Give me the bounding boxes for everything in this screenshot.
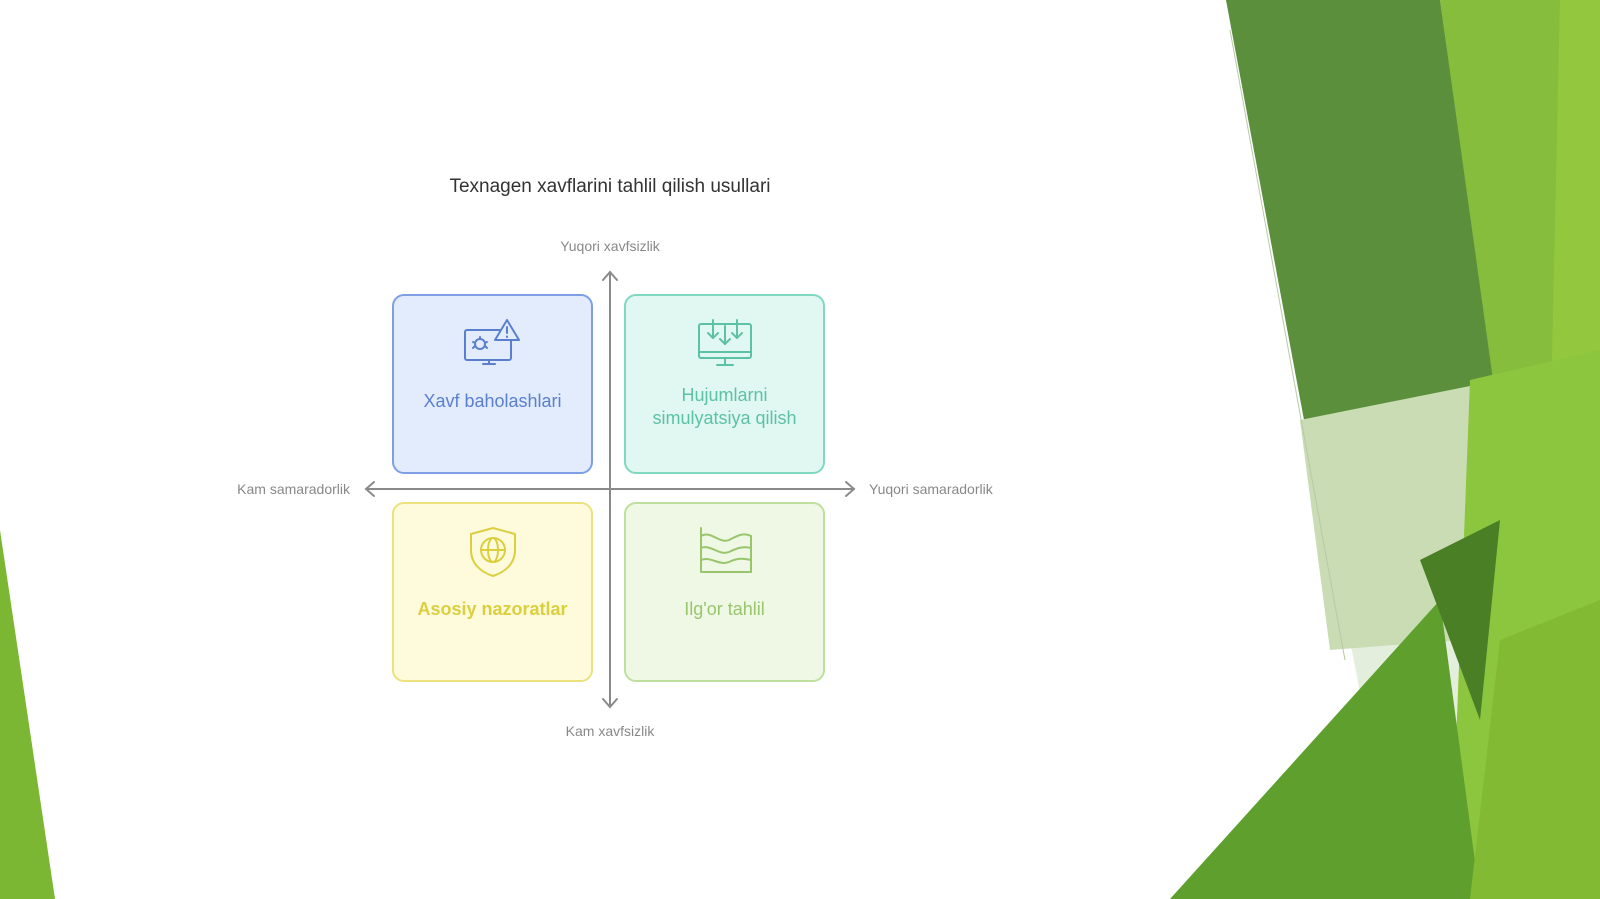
monitor-bug-warning-icon [463, 319, 520, 365]
quadrant-top-left[interactable]: Xavf baholashlari [392, 294, 593, 474]
quadrant-label: Asosiy nazoratlar [417, 599, 568, 619]
axis-label-left: Kam samaradorlik [237, 481, 350, 497]
area-chart-icon [699, 527, 752, 573]
quadrant-bottom-right[interactable]: Ilg'or tahlil [624, 502, 825, 682]
shield-globe-icon [469, 527, 516, 577]
quadrant-label: Xavf baholashlari [423, 391, 562, 411]
axis-label-top: Yuqori xavfsizlik [560, 238, 660, 254]
quadrant-bottom-left[interactable]: Asosiy nazoratlar [392, 502, 593, 682]
diagram-title: Texnagen xavflarini tahlil qilish usulla… [449, 176, 771, 197]
quadrant-label: Ilg'or tahlil [684, 599, 765, 619]
quadrant-top-right[interactable]: Hujumlarni simulyatsiya qilish [624, 294, 825, 474]
quadrant-label: Hujumlarni simulyatsiya qilish [652, 385, 797, 428]
axis-label-bottom: Kam xavfsizlik [565, 723, 655, 739]
monitor-download-icon [697, 319, 752, 366]
axis-label-right: Yuqori samaradorlik [869, 481, 993, 497]
